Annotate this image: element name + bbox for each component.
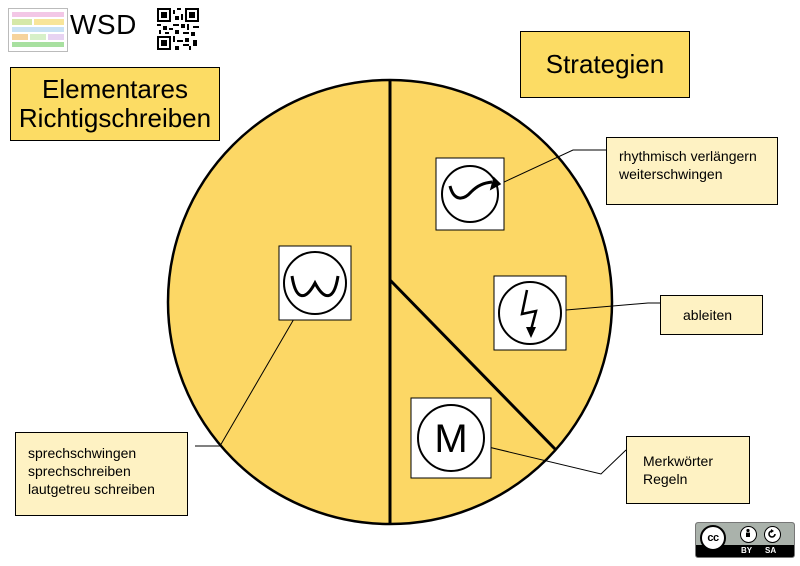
qr-code-icon — [157, 8, 199, 50]
note-line: Merkwörter — [643, 453, 714, 469]
note-line: Regeln — [643, 471, 688, 487]
m-letter: M — [434, 417, 467, 461]
note-rhythmisch: rhythmisch verlängern weiterschwingen — [606, 137, 778, 205]
left-title-line1: Elementares — [42, 73, 188, 104]
right-title: Strategien — [520, 31, 690, 98]
left-title: Elementares Richtigschreiben — [10, 67, 220, 141]
sa-label: SA — [765, 546, 777, 555]
lightning-arrow-icon — [493, 275, 567, 351]
note-sprechschwingen: sprechschwingen sprechschreiben lautgetr… — [15, 432, 188, 516]
note-line: ableiten — [683, 307, 733, 323]
note-line: rhythmisch verlängern — [619, 148, 757, 164]
by-label: BY — [741, 546, 753, 555]
note-ableiten: ableiten — [660, 295, 763, 335]
note-line: lautgetreu schreiben — [28, 481, 155, 497]
note-line: sprechschwingen — [28, 445, 137, 461]
connector-lines — [195, 149, 660, 475]
m-letter-symbol: M — [410, 397, 492, 479]
cc-icon: cc — [700, 525, 726, 551]
note-line: weiterschwingen — [619, 166, 723, 182]
sa-icon — [764, 526, 781, 543]
note-line: sprechschreiben — [28, 463, 131, 479]
mini-diagram-icon — [12, 12, 64, 47]
left-title-line2: Richtigschreiben — [18, 103, 212, 133]
by-icon — [740, 526, 757, 543]
wave-icon — [278, 245, 352, 321]
diagonal-divider — [388, 278, 558, 452]
right-title-text: Strategien — [545, 48, 665, 79]
logo-text: WSD — [70, 9, 137, 40]
cc-license-badge: cc BY SA — [695, 522, 795, 558]
rhythm-arrow-icon — [435, 157, 505, 231]
note-merkwoerter: Merkwörter Regeln — [626, 436, 750, 504]
header-thumbnail — [8, 8, 68, 52]
